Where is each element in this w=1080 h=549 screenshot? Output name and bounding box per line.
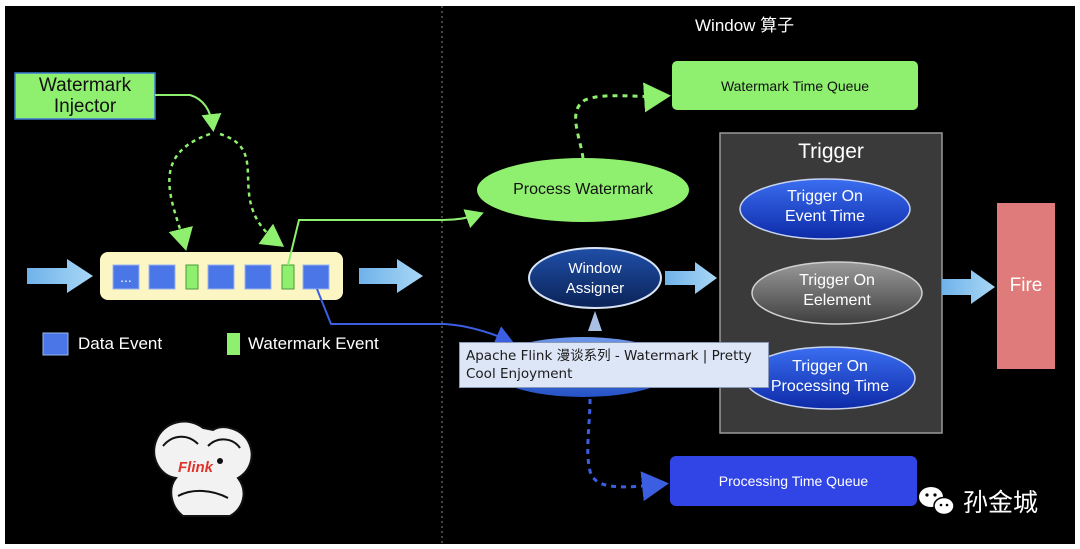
watermark-route-line [287,209,484,266]
flink-logo-text: Flink [178,459,214,476]
watermark-queue-curve [574,82,671,159]
data-event [112,264,140,290]
window-assigner-label: Window Assigner [565,260,625,297]
data-route-line [316,288,514,345]
flink-logo [153,420,253,517]
author-watermark: 孙金城 [955,483,1038,519]
legend-watermark-swatch [227,333,240,355]
trigger-to-fire-arrow [942,270,995,304]
watermark-injector-label: Watermark Injector [38,75,132,117]
injection-curve-right [219,132,285,247]
trigger-element-node [751,261,923,325]
trigger-event-time-node [739,178,911,240]
link-tooltip: Apache Flink 漫谈系列 - Watermark | Pretty C… [459,342,769,388]
data-event [302,264,330,290]
processing-time-queue-box [670,456,917,506]
diagram-canvas: Window 算子 Watermark Injector ... Data Ev… [5,6,1075,544]
process-watermark-node [477,158,689,222]
window-operator-title: Window 算子 [695,16,795,35]
data-event [244,264,272,290]
fire-box [997,203,1055,369]
process-watermark-label: Process Watermark [513,181,653,198]
watermark-time-queue-label: Watermark Time Queue [720,77,870,94]
stream-ellipsis: ... [120,269,132,285]
watermark-event [281,264,295,290]
processing-time-queue-label: Processing Time Queue [718,473,869,489]
legend-data-swatch [42,332,69,356]
injector-arrow [155,94,222,132]
watermark-time-queue-box [672,61,918,110]
data-event [207,264,235,290]
trigger-element-label: Trigger On Eelement [799,272,875,309]
processing-queue-curve [586,398,669,502]
data-event [148,264,176,290]
watermark-injector-box [14,72,156,120]
injection-curve-left [168,132,211,251]
fire-label: Fire [1009,275,1043,296]
assigner-up-arrow [588,311,602,331]
assigner-to-trigger-arrow [665,262,717,294]
trigger-title: Trigger [798,140,864,163]
watermark-event [185,264,199,290]
legend-watermark-event-label: Watermark Event [248,334,379,353]
author-name: 孙金城 [963,488,1039,517]
legend-data-event-label: Data Event [78,334,163,353]
stream-input-arrow [27,259,93,293]
trigger-processing-time-label: Trigger On Processing Time [770,358,890,395]
window-assigner-node [528,247,662,309]
stream-output-arrow [359,259,423,293]
trigger-event-time-label: Trigger On Event Time [784,188,866,225]
diagram-graphics [14,6,1055,544]
wechat-icon [919,487,955,516]
